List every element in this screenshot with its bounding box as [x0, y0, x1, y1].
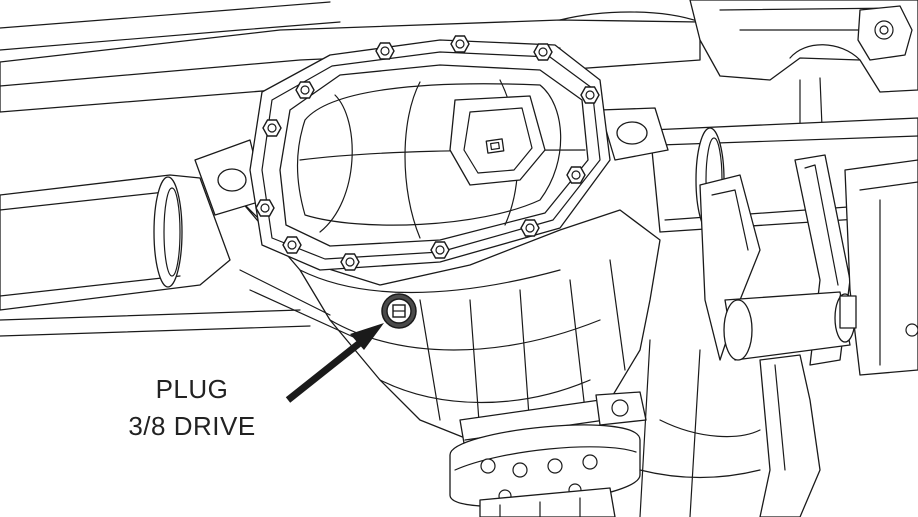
cover-bolt — [533, 43, 553, 61]
callout-arrow — [285, 323, 384, 403]
axle-tube-left — [0, 174, 231, 311]
differential-housing — [194, 107, 669, 441]
lower-left-structure — [0, 269, 361, 341]
cover-bolt — [255, 199, 275, 217]
suspension-bracket-right — [639, 154, 918, 517]
pinion-yoke — [449, 391, 647, 517]
cover-bolt — [282, 236, 302, 254]
cover-bolt — [340, 253, 360, 271]
cover-bolt — [295, 81, 315, 99]
cover-bolts — [255, 35, 600, 271]
upper-right-bracket — [689, 0, 918, 201]
differential-cover — [279, 64, 589, 247]
cover-bolt — [566, 166, 586, 184]
cover-bolt — [580, 86, 600, 104]
cover-bolt — [262, 119, 282, 137]
callout-label-line2: 3/8 DRIVE — [128, 411, 255, 441]
cover-bolt — [430, 241, 450, 259]
cover-bolt — [450, 35, 470, 53]
drain-plug — [381, 293, 417, 329]
cover-bolt — [375, 42, 395, 60]
cover-bolt — [520, 219, 540, 237]
callout-label-line1: PLUG — [156, 374, 229, 404]
